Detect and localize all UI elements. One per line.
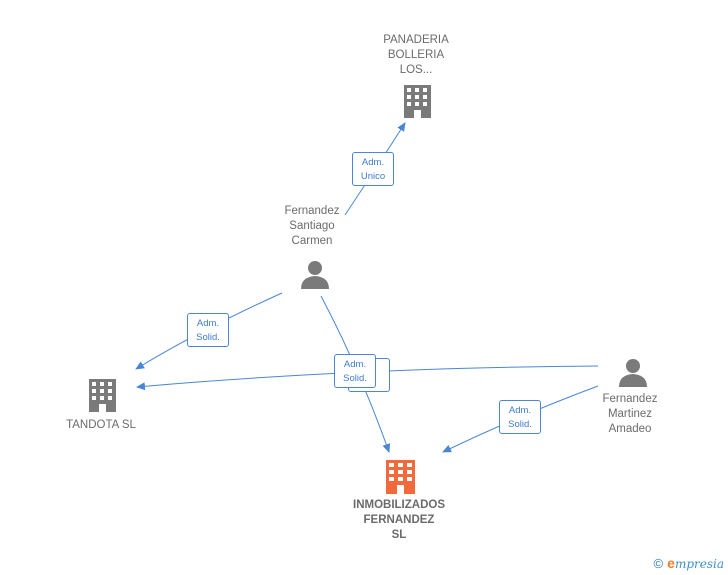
node-label-line: BOLLERIA <box>387 49 445 61</box>
building-icon[interactable] <box>89 379 116 412</box>
person-icon[interactable] <box>301 261 329 289</box>
node-label-line: Carmen <box>291 235 333 247</box>
edge-badge-line: Adm. <box>343 359 367 370</box>
node-label-line: Martinez <box>607 408 653 420</box>
node-label-fernandez-santiago[interactable]: Fernandez Santiago Carmen <box>262 204 362 249</box>
node-label-line: TANDOTA SL <box>66 419 136 431</box>
building-icon[interactable] <box>386 460 415 494</box>
node-label-line: Fernandez <box>284 205 340 217</box>
edge-badge-line: Adm. <box>361 157 385 168</box>
node-label-line: Fernandez <box>602 393 658 405</box>
edge-badge-line: Solid. <box>508 419 532 430</box>
building-icon[interactable] <box>404 85 431 118</box>
node-label-line: LOS... <box>399 64 433 76</box>
edge-badge-line: Solid. <box>196 332 220 343</box>
node-label-line: FERNANDEZ <box>363 514 435 526</box>
edge-badge-line: Adm. <box>196 318 220 329</box>
edge-badge-adm-unico[interactable]: Adm. Unico <box>352 152 394 186</box>
node-label-panaderia[interactable]: PANADERIA BOLLERIA LOS... <box>366 33 466 78</box>
brand-logo-text: mpresia <box>674 557 724 571</box>
node-label-tandota[interactable]: TANDOTA SL <box>51 418 151 433</box>
edge-badge-line: Solid. <box>343 373 367 384</box>
node-label-line: SL <box>391 529 407 541</box>
brand-logo-initial: e <box>667 555 675 571</box>
edge-badge-line: Unico <box>360 171 386 182</box>
node-label-line: Santiago <box>289 220 335 232</box>
copyright-symbol: © <box>653 556 664 571</box>
person-icon[interactable] <box>619 359 647 387</box>
edge-badge-adm-solid-tandota[interactable]: Adm. Solid. <box>187 313 229 347</box>
node-label-inmobilizados[interactable]: INMOBILIZADOS FERNANDEZ SL <box>339 498 459 543</box>
edge-badge-adm-solid-right[interactable]: Adm. Solid. <box>499 400 541 434</box>
node-label-line: PANADERIA <box>383 34 449 46</box>
node-label-line: Amadeo <box>608 423 652 435</box>
node-label-line: INMOBILIZADOS <box>353 499 445 511</box>
footer-brand: ©empresia <box>654 555 724 571</box>
edge-badge-adm-solid-center[interactable]: Adm. Solid. <box>334 354 376 388</box>
edge-badge-line: Adm. <box>508 405 532 416</box>
node-label-fernandez-martinez[interactable]: Fernandez Martinez Amadeo <box>580 392 680 437</box>
